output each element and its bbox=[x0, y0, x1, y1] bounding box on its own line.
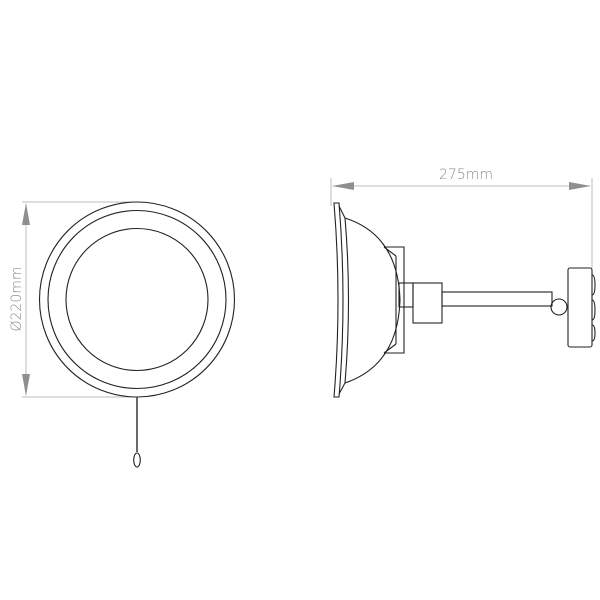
mirror-plate-edge bbox=[338, 205, 350, 395]
extension-arm bbox=[441, 291, 553, 307]
arrow-up-icon bbox=[22, 203, 30, 225]
mirror-light-ring bbox=[47, 209, 227, 390]
mirror-outer-rim bbox=[38, 201, 236, 398]
ball-joint bbox=[550, 298, 568, 316]
pull-cord-tassel bbox=[133, 452, 141, 468]
front-view: Ø220mm bbox=[9, 201, 236, 468]
bracket bbox=[384, 246, 405, 354]
arrow-right-icon bbox=[569, 182, 591, 190]
arrow-down-icon bbox=[22, 374, 30, 396]
pivot-box bbox=[412, 282, 443, 324]
side-view: 275mm bbox=[330, 167, 596, 398]
wall-plate bbox=[567, 267, 593, 348]
mirror-glass bbox=[65, 227, 209, 372]
projection-label: 275mm bbox=[439, 167, 493, 183]
arrow-left-icon bbox=[332, 182, 354, 190]
diameter-label: Ø220mm bbox=[9, 266, 25, 331]
mirror-dome bbox=[344, 217, 401, 384]
wall-plate-screws bbox=[591, 274, 596, 342]
pivot-tube bbox=[398, 282, 414, 308]
bracket-bevel bbox=[383, 246, 397, 354]
mirror-front-plate bbox=[333, 202, 344, 398]
